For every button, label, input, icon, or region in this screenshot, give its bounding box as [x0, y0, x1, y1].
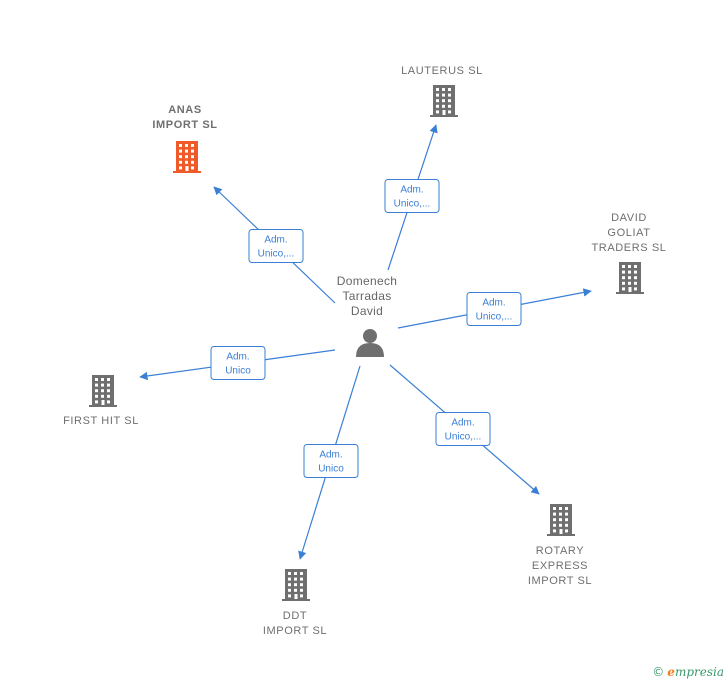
company-name-line: IMPORT SL: [152, 119, 217, 131]
role-label: Adm. Unico: [225, 352, 251, 377]
role-label: Adm. Unico,...: [394, 185, 431, 210]
edge-first-hit: Adm. Unico: [139, 346, 336, 381]
company-name: ROTARY EXPRESS IMPORT SL: [528, 545, 592, 587]
role-label-line: Unico,...: [476, 312, 513, 323]
empresia-logo-initial: e: [667, 665, 675, 679]
person-icon[interactable]: [356, 329, 384, 357]
role-label-line: Adm.: [226, 352, 249, 363]
role-label: Adm. Unico: [318, 450, 344, 475]
edge-anas: Adm. Unico,...: [213, 186, 336, 304]
person-name-line: Tarradas: [342, 289, 391, 303]
building-icon[interactable]: [282, 569, 310, 601]
company-name-line: EXPRESS: [532, 560, 588, 572]
edge-david-goliat: Adm. Unico,...: [397, 288, 592, 329]
company-name-line: IMPORT SL: [263, 625, 327, 637]
company-node-rotary[interactable]: ROTARY EXPRESS IMPORT SL: [528, 504, 592, 587]
building-icon[interactable]: [173, 141, 201, 173]
role-label-line: Adm.: [400, 185, 423, 196]
building-icon[interactable]: [89, 375, 117, 407]
company-name: LAUTERUS SL: [401, 65, 483, 77]
copyright-icon: ©: [652, 665, 665, 679]
company-name: DDT IMPORT SL: [263, 610, 327, 637]
company-node-anas[interactable]: ANAS IMPORT SL: [152, 104, 217, 173]
company-node-first-hit[interactable]: FIRST HIT SL: [63, 375, 139, 427]
company-name: ANAS IMPORT SL: [152, 104, 217, 131]
role-badge[interactable]: [466, 292, 522, 326]
role-label: Adm. Unico,...: [445, 418, 482, 443]
edge-lauterus: Adm. Unico,...: [384, 124, 440, 271]
role-label-line: Adm.: [451, 418, 474, 429]
role-label-line: Adm.: [319, 450, 342, 461]
role-badge[interactable]: [384, 179, 440, 213]
role-badge[interactable]: [248, 229, 304, 263]
company-name-line: FIRST HIT SL: [63, 415, 139, 427]
company-node-ddt[interactable]: DDT IMPORT SL: [263, 569, 327, 637]
role-label-line: Unico: [225, 366, 251, 377]
company-node-lauterus[interactable]: LAUTERUS SL: [401, 65, 483, 117]
company-node-david-goliat[interactable]: DAVID GOLIAT TRADERS SL: [591, 212, 666, 294]
edge-ddt: Adm. Unico: [298, 365, 361, 560]
company-name-line: ROTARY: [536, 545, 584, 557]
company-name: DAVID GOLIAT TRADERS SL: [591, 212, 666, 254]
building-icon[interactable]: [616, 262, 644, 294]
company-name: FIRST HIT SL: [63, 415, 139, 427]
role-label-line: Adm.: [264, 235, 287, 246]
company-name-line: IMPORT SL: [528, 575, 592, 587]
empresia-logo-text: mpresia: [674, 665, 724, 679]
role-label-line: Unico,...: [394, 199, 431, 210]
building-icon[interactable]: [547, 504, 575, 536]
person-name-line: Domenech: [337, 274, 397, 288]
role-label: Adm. Unico,...: [476, 298, 513, 323]
company-name-line: TRADERS SL: [591, 242, 666, 254]
role-label-line: Unico,...: [258, 249, 295, 260]
role-badge[interactable]: [435, 412, 491, 446]
building-icon[interactable]: [430, 85, 458, 117]
role-label-line: Unico,...: [445, 432, 482, 443]
company-name-line: GOLIAT: [607, 227, 650, 239]
company-name-line: DAVID: [611, 212, 647, 224]
edge-rotary: Adm. Unico,...: [389, 364, 540, 495]
role-label: Adm. Unico,...: [258, 235, 295, 260]
person-name-line: David: [351, 304, 383, 318]
role-label-line: Adm.: [482, 298, 505, 309]
role-badge[interactable]: [303, 444, 359, 478]
role-label-line: Unico: [318, 464, 344, 475]
empresia-watermark[interactable]: ©empresia: [652, 665, 724, 679]
company-name-line: DDT: [283, 610, 307, 622]
company-name-line: ANAS: [168, 104, 202, 116]
company-name-line: LAUTERUS SL: [401, 65, 483, 77]
role-badge[interactable]: [210, 346, 266, 380]
